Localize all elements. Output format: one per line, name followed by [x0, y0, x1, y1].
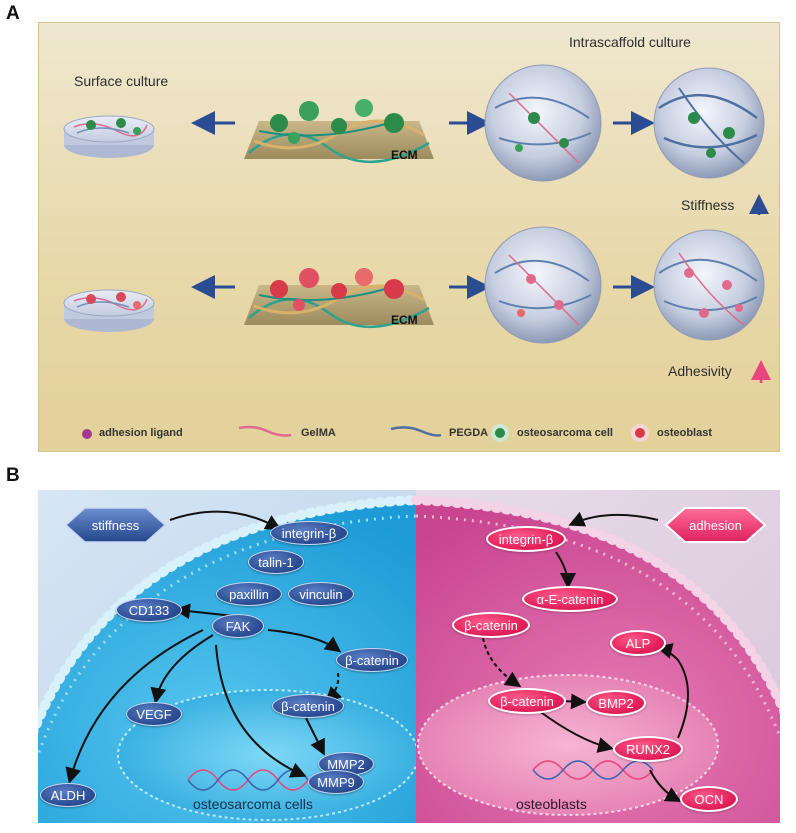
legend-pegda-icon [390, 426, 442, 437]
panel-b-letter: B [6, 465, 20, 486]
osteoblast-nucleus [417, 674, 719, 816]
node-beta-catenin-nucleus-left: β-catenin [272, 694, 344, 718]
sphere-osteoblast-1 [484, 226, 602, 344]
stiffness-hexagon-shape [64, 507, 167, 543]
node-integrin-beta-left: integrin-β [270, 521, 348, 545]
node-beta-catenin-nucleus-right: β-catenin [488, 688, 566, 714]
panel-b: stiffness adhesion integrin-β talin-1 pa… [38, 490, 780, 823]
panel-a: Surface culture Intrascaffold culture EC… [38, 22, 780, 452]
dna-icon-left [187, 769, 309, 791]
dish-osteosarcoma [63, 115, 155, 158]
legend-gelma: GelMA [301, 427, 336, 439]
intrascaffold-culture-title: Intrascaffold culture [569, 34, 691, 50]
legend-adhesion-ligand: adhesion ligand [99, 427, 183, 439]
node-paxillin: paxillin [216, 582, 282, 606]
legend-gelma-icon [238, 425, 292, 437]
node-beta-catenin-cytoplasm-left: β-catenin [336, 648, 408, 672]
legend-pegda: PEGDA [449, 427, 489, 439]
legend-adhesion-ligand-icon [82, 429, 92, 439]
legend-osteoblast: osteoblast [657, 427, 713, 439]
stiffness-hexagon: stiffness [91, 517, 140, 533]
node-talin-1: talin-1 [248, 550, 304, 574]
ecm-slab-osteoblast [244, 268, 434, 329]
sphere-osteosarcoma-2 [653, 67, 765, 179]
node-alp: ALP [610, 630, 666, 656]
panel-a-illustration [63, 64, 771, 442]
node-mmp9: MMP9 [308, 770, 364, 794]
legend-osteosarcoma-cell-icon [491, 424, 509, 442]
adhesivity-label: Adhesivity [668, 363, 732, 379]
legend-osteoblast-icon [631, 424, 649, 442]
ecm-label-2: ECM [391, 313, 418, 327]
node-vegf: VEGF [126, 702, 182, 726]
node-beta-catenin-cytoplasm-right: β-catenin [452, 612, 530, 638]
osteoblasts-caption: osteoblasts [516, 796, 587, 812]
node-bmp2: BMP2 [586, 690, 646, 716]
node-cd133: CD133 [116, 598, 182, 622]
panel-a-letter: A [6, 3, 20, 24]
legend-osteosarcoma-cell: osteosarcoma cell [517, 427, 613, 439]
sphere-osteosarcoma-1 [484, 64, 602, 182]
node-vinculin: vinculin [288, 582, 354, 606]
stiffness-label: Stiffness [681, 197, 735, 213]
dna-icon-right [532, 760, 654, 780]
adhesion-hexagon: adhesion [689, 517, 742, 533]
surface-culture-title: Surface culture [74, 73, 169, 89]
ecm-label-1: ECM [391, 148, 418, 162]
osteosarcoma-cells-caption: osteosarcoma cells [193, 796, 313, 812]
node-aldh: ALDH [40, 783, 96, 807]
sphere-osteoblast-2 [653, 229, 765, 341]
adhesion-hexagon-shape [664, 507, 767, 543]
dish-osteoblast [63, 289, 155, 332]
node-runx2: RUNX2 [613, 736, 683, 762]
node-fak: FAK [212, 614, 264, 638]
node-integrin-beta-right: integrin-β [486, 526, 566, 552]
ecm-slab-osteosarcoma [244, 99, 434, 164]
node-ocn: OCN [680, 786, 738, 812]
node-alpha-e-catenin: α-E-catenin [522, 586, 618, 612]
